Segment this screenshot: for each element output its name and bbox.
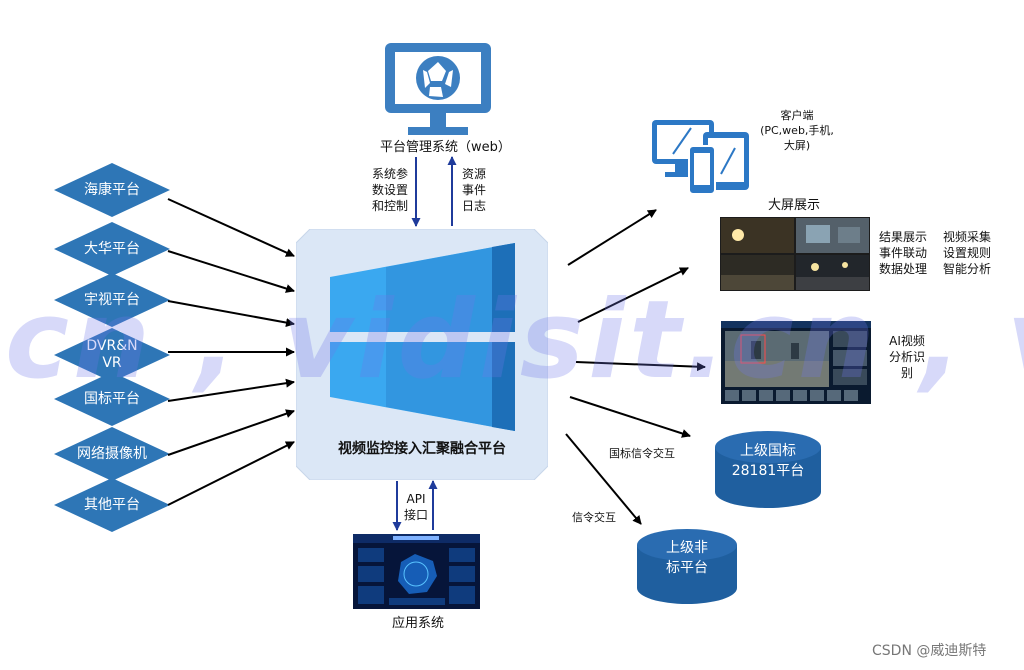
client-label: 客户端 (PC,web,手机, 大屏): [752, 108, 842, 153]
platform-label: 大华平台: [84, 240, 140, 257]
ai-label: AI视频 分析识 别: [882, 333, 932, 381]
feature-item: 设置规则: [943, 246, 992, 260]
arrow-yushi: [167, 300, 295, 327]
platform-other: 其他平台: [54, 478, 170, 532]
mgmt-down-label: 系统参 数设置 和控制: [368, 166, 412, 214]
mgmt-up-label: 资源 事件 日志: [458, 166, 490, 214]
nonstandard-signal-label: 信令交互: [572, 511, 616, 524]
bigscreen-video-wall-image: [720, 217, 870, 291]
mgmt-down-line: 系统参: [371, 167, 408, 181]
platform-label: 国标平台: [84, 390, 140, 407]
platform-label: 网络摄像机: [77, 445, 147, 462]
feature-item: 视频采集: [943, 230, 992, 244]
bigscreen-features-col1: 结果展示 事件联动 数据处理: [879, 229, 927, 277]
arrow-haikang: [167, 198, 295, 257]
api-line: API: [406, 492, 426, 506]
platform-label: 海康平台: [84, 181, 140, 198]
cylinder-label: 上级国标: [740, 443, 796, 459]
monitor-icon: [385, 43, 491, 135]
platform-yushi: 宇视平台: [54, 273, 170, 327]
arrow-camera: [167, 409, 295, 456]
cylinder-label: 28181平台: [731, 463, 805, 479]
center-platform-title: 视频监控接入汇聚融合平台: [338, 441, 506, 457]
feature-item: 事件联动: [879, 246, 928, 260]
national-28181-platform-cylinder: 上级国标 28181平台: [714, 430, 822, 510]
ai-line: AI视频: [889, 334, 925, 348]
platform-dahua: 大华平台: [54, 222, 170, 276]
feature-item: 数据处理: [879, 262, 928, 276]
feature-item: 智能分析: [943, 262, 992, 276]
platform-network-camera: 网络摄像机: [54, 427, 170, 481]
application-title: 应用系统: [392, 616, 445, 631]
feature-item: 结果展示: [879, 230, 928, 244]
mgmt-up-line: 事件: [461, 183, 486, 197]
arrow-dahua: [167, 250, 295, 293]
csdn-credit: CSDN @威迪斯特: [872, 643, 987, 659]
platform-haikang: 海康平台: [54, 163, 170, 217]
platform-label: 宇视平台: [84, 291, 140, 308]
cylinder-label: 上级非: [666, 540, 708, 556]
national-signal-label: 国标信令交互: [609, 447, 675, 460]
arrow-to-client: [567, 209, 657, 266]
arrow-to-bigscreen: [577, 267, 689, 323]
mgmt-up-line: 日志: [461, 199, 486, 213]
platform-label: 其他平台: [84, 496, 140, 513]
arrow-to-national: [569, 396, 691, 438]
cylinder-label: 标平台: [666, 560, 708, 576]
arrow-to-nonstandard: [565, 433, 642, 525]
devices-icon: [652, 120, 749, 195]
platform-guobiao: 国标平台: [54, 372, 170, 426]
mgmt-down-line: 数设置: [371, 183, 408, 197]
center-platform-box: [296, 229, 548, 480]
nonstandard-platform-cylinder: 上级非 标平台: [636, 528, 738, 606]
client-line: 客户端: [780, 109, 814, 122]
arrow-other: [167, 441, 295, 506]
bigscreen-title: 大屏展示: [768, 198, 821, 213]
client-line: 大屏): [783, 139, 811, 152]
ai-line: 分析识: [888, 350, 925, 364]
platform-label: DVR&NVR: [86, 338, 138, 371]
mgmt-down-line: 和控制: [371, 199, 408, 213]
api-line: 接口: [403, 508, 428, 522]
platform-dvr-nvr: DVR&NVR: [54, 328, 170, 382]
ai-analysis-screen-image: [721, 321, 871, 404]
application-dashboard-image: [353, 534, 480, 609]
management-title: 平台管理系统（web）: [380, 140, 511, 155]
arrow-guobiao: [167, 378, 295, 402]
ai-line: 别: [900, 366, 913, 380]
arrow-to-ai: [575, 361, 706, 372]
bigscreen-features-col2: 视频采集 设置规则 智能分析: [943, 229, 991, 277]
client-line: (PC,web,手机,: [760, 124, 834, 137]
mgmt-up-line: 资源: [461, 167, 486, 181]
api-label: API 接口: [402, 491, 430, 523]
